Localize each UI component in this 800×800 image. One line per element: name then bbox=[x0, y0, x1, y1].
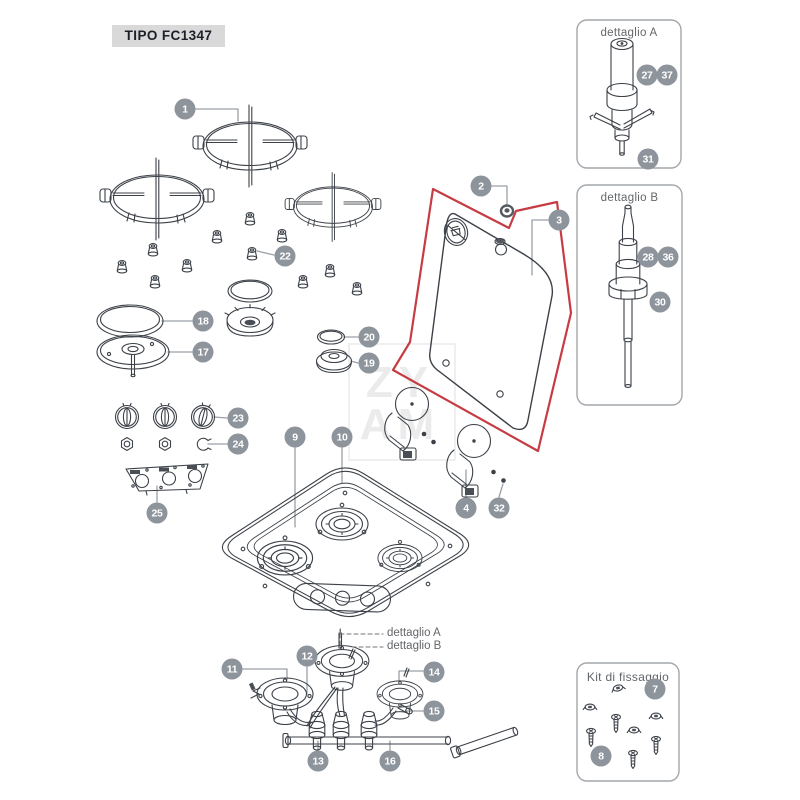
callout-14: 14 bbox=[423, 661, 445, 683]
callout-25: 25 bbox=[146, 502, 168, 524]
front-bracket bbox=[125, 463, 209, 496]
detail-b-title: dettaglio B bbox=[600, 192, 659, 204]
lid-hinges bbox=[384, 386, 506, 498]
control-knobs bbox=[114, 400, 218, 432]
callout-12: 12 bbox=[296, 645, 318, 667]
leader-lines bbox=[156, 74, 651, 756]
cooktop-tray bbox=[221, 467, 470, 618]
callout-23: 23 bbox=[227, 407, 249, 429]
model-title: TIPO FC1347 bbox=[112, 25, 225, 47]
callout-20: 20 bbox=[358, 326, 380, 348]
fixing-kit-title: Kit di fissaggio bbox=[586, 670, 670, 684]
callout-28: 28 bbox=[637, 246, 659, 268]
detail-b-art bbox=[608, 204, 648, 388]
knob-nuts bbox=[120, 437, 212, 451]
callout-19: 19 bbox=[358, 352, 380, 374]
detail-a-title: dettaglio A bbox=[600, 27, 658, 39]
callout-4: 4 bbox=[455, 497, 477, 519]
callout-24: 24 bbox=[227, 433, 249, 455]
gas-manifold bbox=[248, 628, 519, 759]
callout-8: 8 bbox=[590, 745, 612, 767]
callout-18: 18 bbox=[192, 310, 214, 332]
callout-22: 22 bbox=[274, 245, 296, 267]
callout-36: 36 bbox=[657, 246, 679, 268]
callout-15: 15 bbox=[423, 700, 445, 722]
callout-1: 1 bbox=[174, 98, 196, 120]
callout-2: 2 bbox=[470, 175, 492, 197]
pan-support-grids bbox=[99, 104, 382, 242]
callout-17: 17 bbox=[192, 341, 214, 363]
callout-3: 3 bbox=[548, 209, 570, 231]
callout-32: 32 bbox=[488, 497, 510, 519]
burner-caps bbox=[96, 279, 353, 378]
callout-13: 13 bbox=[307, 750, 329, 772]
callout-31: 31 bbox=[637, 148, 659, 170]
callout-7: 7 bbox=[644, 678, 666, 700]
callout-11: 11 bbox=[221, 658, 243, 680]
detail-b-ref-label: dettaglio B bbox=[387, 640, 442, 652]
callout-10: 10 bbox=[331, 426, 353, 448]
detail-reference-leaders bbox=[339, 633, 384, 650]
callout-9: 9 bbox=[284, 426, 306, 448]
callout-30: 30 bbox=[649, 291, 671, 313]
detail-a-art bbox=[589, 37, 655, 156]
callout-27: 27 bbox=[636, 64, 658, 86]
callout-37: 37 bbox=[656, 64, 678, 86]
glass-lid bbox=[391, 187, 573, 453]
callout-16: 16 bbox=[379, 750, 401, 772]
detail-a-ref-label: dettaglio A bbox=[387, 627, 441, 639]
